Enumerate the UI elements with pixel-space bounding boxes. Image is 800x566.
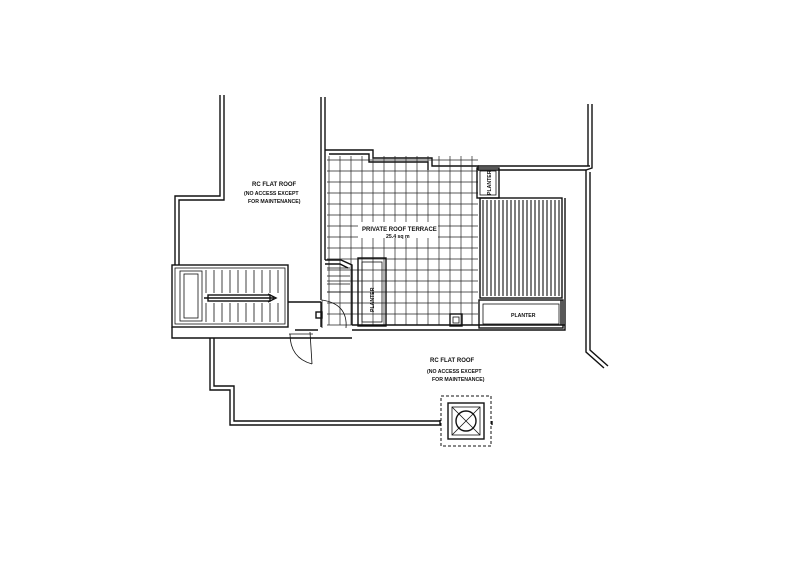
decking-area [479,197,563,299]
terrace-title: PRIVATE ROOF TERRACE [362,227,437,233]
floor-drain [449,313,463,327]
staircase [171,264,289,328]
lower-roof-note-2: FOR MAINTENANCE) [432,377,485,383]
terrace-label-bg [358,222,438,238]
lower-roof-title: RC FLAT ROOF [430,358,475,364]
lower-roof-walls [209,338,493,426]
terrace-walls [325,198,566,331]
planter-top-right-label: PLANTER [487,170,493,195]
right-boundary [585,104,609,369]
upper-roof-title: RC FLAT ROOF [252,182,297,188]
planter-left: PLANTER [357,257,387,327]
planter-left-label: PLANTER [370,287,376,312]
decking-hatch [482,200,560,296]
upper-roof-walls [174,95,590,300]
terrace-tile-grid [327,156,478,326]
lower-roof-note-1: (NO ACCESS EXCEPT [427,369,482,375]
upper-roof-note-1: (NO ACCESS EXCEPT [244,191,299,197]
planter-top-right: PLANTER [476,167,500,199]
planter-bottom-right-label: PLANTER [511,313,536,319]
planter-bottom-right: PLANTER [478,299,564,329]
landing-and-doors [171,299,352,365]
roof-vent-unit [440,395,492,447]
upper-roof-note-2: FOR MAINTENANCE) [248,199,301,205]
terrace-steps [327,267,350,293]
terrace-area: 25.4 sq m [386,234,410,240]
